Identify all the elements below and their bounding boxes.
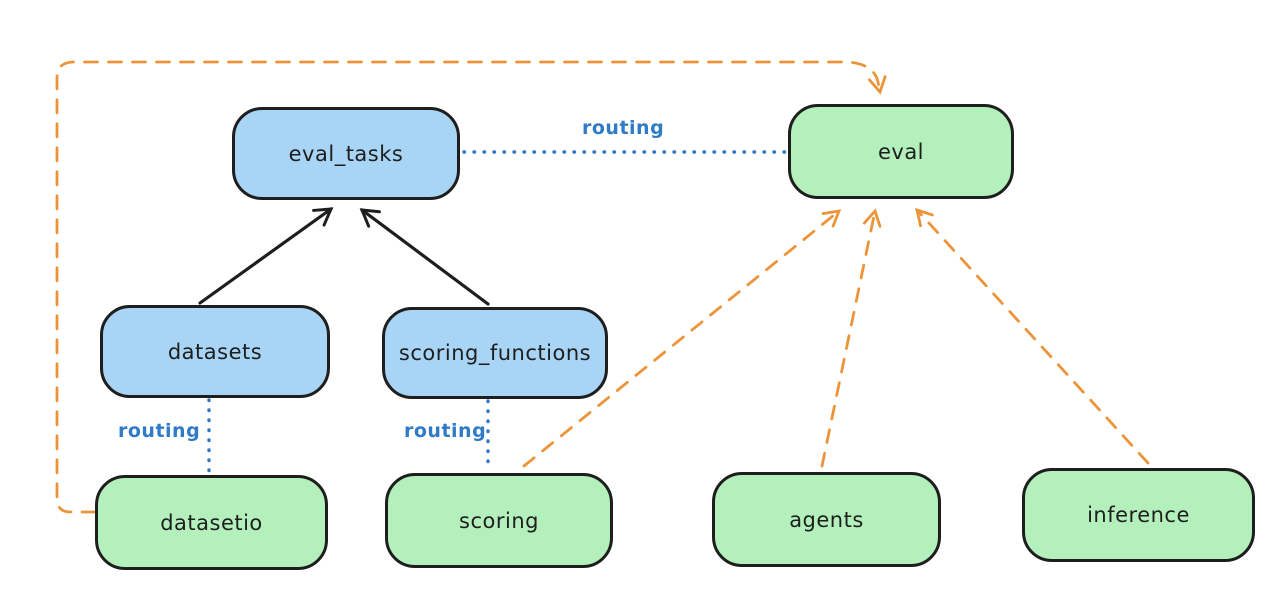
node-agents: agents	[712, 472, 941, 567]
edge-label-routing-scoring: routing	[404, 420, 487, 442]
edge-label-routing-datasetio: routing	[118, 420, 201, 442]
arrow-datasets-to-eval-tasks	[198, 207, 334, 305]
node-eval-label: eval	[877, 139, 925, 164]
node-eval-tasks-label: eval_tasks	[288, 141, 404, 166]
node-datasets: datasets	[100, 305, 330, 398]
dashed-arrow-scoring-to-eval	[522, 209, 842, 468]
node-inference-label: inference	[1087, 503, 1190, 527]
arrow-scoring-functions-to-eval-tasks	[359, 208, 490, 306]
node-agents-label: agents	[789, 507, 864, 532]
edge-label-routing-top: routing	[582, 117, 665, 139]
dashed-arrow-datasetio-to-eval	[55, 60, 887, 514]
dashed-arrow-agents-to-eval	[820, 208, 882, 468]
dashed-arrow-inference-to-eval	[915, 207, 1150, 465]
node-scoring: scoring	[385, 473, 613, 568]
node-datasets-label: datasets	[167, 339, 263, 364]
node-scoring-functions: scoring_functions	[382, 307, 608, 399]
node-scoring-functions-label: scoring_functions	[398, 341, 592, 365]
node-datasetio: datasetio	[95, 475, 328, 570]
node-eval-tasks: eval_tasks	[232, 107, 460, 200]
node-inference: inference	[1022, 468, 1255, 562]
node-datasetio-label: datasetio	[160, 510, 263, 535]
node-scoring-label: scoring	[459, 508, 539, 533]
node-eval: eval	[788, 104, 1014, 199]
